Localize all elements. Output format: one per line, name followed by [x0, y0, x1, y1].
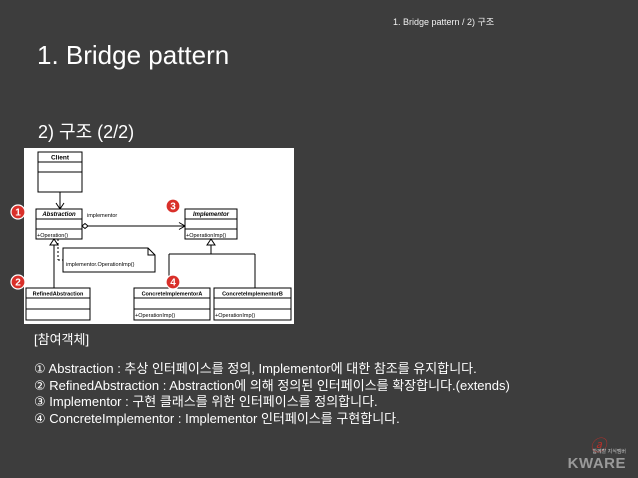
logo-tagline: 함께할 지식멤버: [592, 449, 626, 455]
header-breadcrumb: 1. Bridge pattern / 2) 구조: [393, 17, 495, 27]
participants-caption: [참여객체]: [34, 332, 90, 347]
class-client: Client: [37, 151, 83, 193]
class-concrete-implementor-b: ConcreteImplementorB +OperationImp(): [213, 287, 292, 321]
svg-text:1: 1: [15, 208, 21, 219]
abstraction-label: Abstraction: [41, 212, 76, 218]
concrete-a-operation: +OperationImp(): [135, 313, 175, 319]
note: implementor.OperationImp(): [62, 247, 156, 273]
logo-mark-icon: ⓐ: [589, 438, 606, 455]
association-label: implementor: [87, 213, 117, 219]
concrete-a-label: ConcreteImplementorA: [142, 292, 203, 298]
implementor-label: Implementor: [193, 212, 230, 218]
participant-item: ④ ConcreteImplementor : Implementor 인터페이…: [34, 410, 400, 426]
abstraction-operation: +Operation(): [37, 233, 68, 239]
svg-text:2: 2: [15, 278, 21, 289]
kware-logo: ⓐ 함께할 지식멤버 KWARE: [566, 432, 628, 472]
client-label: Client: [51, 155, 70, 162]
participant-item: ① Abstraction : 추상 인터페이스를 정의, Implemento…: [34, 361, 477, 376]
uml-diagram: Client Abstraction +Operation() implemen…: [24, 148, 294, 324]
marker-2: 2: [10, 274, 26, 290]
concrete-b-operation: +OperationImp(): [215, 313, 255, 319]
implementor-operation: +OperationImp(): [186, 233, 226, 239]
refined-label: RefinedAbstraction: [33, 292, 84, 298]
slide-title: 1. Bridge pattern: [37, 40, 230, 70]
participant-item: ② RefinedAbstraction : Abstraction에 의해 정…: [34, 377, 510, 393]
participant-item: ③ Implementor : 구현 클래스를 위한 인터페이스를 정의합니다.: [34, 394, 378, 409]
participants-list: ① Abstraction : 추상 인터페이스를 정의, Implemento…: [34, 361, 510, 427]
logo-brand: KWARE: [567, 455, 626, 472]
slide-subtitle: 2) 구조 (2/2): [38, 122, 135, 142]
note-text: implementor.OperationImp(): [66, 262, 135, 268]
class-abstraction: Abstraction +Operation(): [35, 208, 83, 240]
class-implementor: Implementor +OperationImp(): [184, 208, 238, 240]
concrete-b-label: ConcreteImplementorB: [222, 292, 283, 298]
class-refined-abstraction: RefinedAbstraction: [25, 287, 91, 321]
marker-1: 1: [10, 204, 26, 220]
class-concrete-implementor-a: ConcreteImplementorA +OperationImp(): [133, 287, 211, 321]
